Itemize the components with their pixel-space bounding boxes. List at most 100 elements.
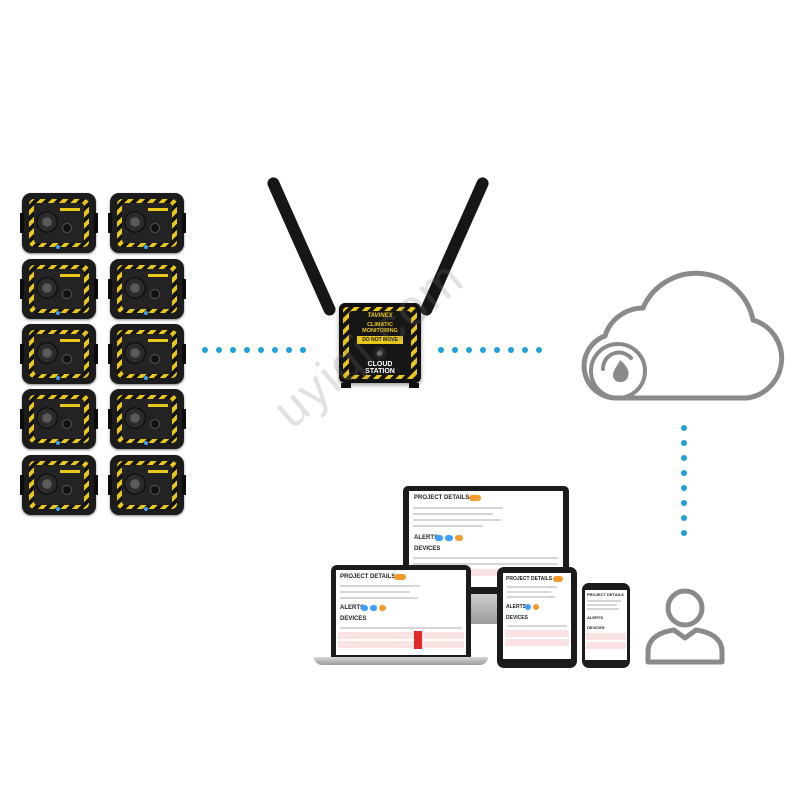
- detail-row: [340, 585, 420, 587]
- smartphone-screen: PROJECT DETAILS ALERTS DEVICES: [585, 590, 627, 660]
- sensor-device: [20, 193, 98, 253]
- detail-row: [507, 596, 555, 598]
- sensor-lug: [94, 344, 98, 364]
- sensor-lug: [182, 279, 186, 299]
- sensor-port-icon: [124, 407, 146, 429]
- detail-row: [413, 519, 501, 521]
- station-label: CLIMATIC MONITORING: [349, 322, 411, 334]
- sensor-led: [144, 376, 148, 380]
- table-row-highlight: [505, 639, 569, 646]
- connector-dot: [494, 347, 500, 353]
- alert-pill: [379, 605, 386, 611]
- station-warning: DO NOT MOVE: [357, 336, 403, 344]
- sensor-port-icon: [124, 473, 146, 495]
- station-title2: STATION: [365, 368, 395, 375]
- detail-row: [587, 600, 621, 602]
- detail-row: [340, 591, 410, 593]
- connector-dot: [681, 530, 687, 536]
- laptop-screen: PROJECT DETAILS ALERTS DEVICES: [336, 570, 466, 655]
- sensor-device: [20, 324, 98, 384]
- sensor-lug: [20, 344, 24, 364]
- station-panel: TAVINEX CLIMATIC MONITORING DO NOT MOVE …: [349, 311, 411, 375]
- sensor-lug: [182, 409, 186, 429]
- sensor-lug: [108, 409, 112, 429]
- sensor-lug: [20, 213, 24, 233]
- sensor-lug: [94, 409, 98, 429]
- sensor-button-icon: [62, 419, 72, 429]
- station-button-icon: [373, 347, 386, 360]
- sensor-device: [108, 259, 186, 319]
- status-pill: [469, 495, 481, 501]
- alert-pill: [525, 604, 531, 610]
- sensor-port-icon: [124, 342, 146, 364]
- sensor-lug: [94, 279, 98, 299]
- tablet-screen: PROJECT DETAILS ALERTS DEVICES: [503, 573, 571, 659]
- sensor-led: [56, 245, 60, 249]
- sensor-brand-mark: [60, 404, 80, 407]
- alerts-heading: ALERTS: [414, 535, 438, 541]
- station-line1: CLIMATIC: [367, 322, 393, 328]
- connector-dot: [508, 347, 514, 353]
- sensor-lug: [94, 213, 98, 233]
- detail-row: [413, 525, 483, 527]
- sensor-button-icon: [62, 223, 72, 233]
- table-row-highlight: [411, 569, 561, 576]
- table-row-highlight: [586, 633, 626, 640]
- station-foot: [409, 383, 419, 388]
- alerts-heading: ALERTS: [587, 615, 603, 620]
- sensor-button-icon: [62, 354, 72, 364]
- devices-heading: DEVICES: [340, 616, 367, 622]
- sensor-lug: [108, 475, 112, 495]
- sensor-led: [56, 507, 60, 511]
- table-row-highlight: [586, 642, 626, 649]
- alert-pill: [445, 535, 453, 541]
- sensor-port-icon: [36, 277, 58, 299]
- cloud-station: TAVINEX CLIMATIC MONITORING DO NOT MOVE …: [339, 303, 421, 388]
- alerts-heading: ALERTS: [340, 605, 364, 611]
- sensor-device: [20, 455, 98, 515]
- laptop-base: [314, 657, 488, 665]
- connector-dot: [438, 347, 444, 353]
- detail-row: [507, 591, 551, 593]
- station-line2: MONITORING: [362, 328, 398, 334]
- sensor-device: [108, 389, 186, 449]
- connector-dot: [272, 347, 278, 353]
- station-foot: [341, 383, 351, 388]
- alerts-heading: ALERTS: [506, 604, 526, 610]
- sensor-port-icon: [36, 342, 58, 364]
- sensor-brand-mark: [60, 208, 80, 211]
- sensor-button-icon: [150, 485, 160, 495]
- connector-dot: [681, 515, 687, 521]
- sensor-lug: [20, 279, 24, 299]
- connector-dot: [202, 347, 208, 353]
- connector-dot: [230, 347, 236, 353]
- connector-station-to-cloud: [438, 347, 542, 353]
- project-details-heading: PROJECT DETAILS: [414, 495, 470, 501]
- sensor-led: [56, 311, 60, 315]
- watermark: uyiqi.com: [262, 248, 475, 439]
- sensor-brand-mark: [148, 208, 168, 211]
- sensor-port-icon: [124, 211, 146, 233]
- connector-dot: [216, 347, 222, 353]
- sensor-lug: [182, 475, 186, 495]
- sensor-button-icon: [150, 289, 160, 299]
- sensor-lug: [94, 475, 98, 495]
- table-row: [340, 627, 462, 629]
- sensor-device: [108, 455, 186, 515]
- connector-dot: [536, 347, 542, 353]
- sensor-brand-mark: [148, 339, 168, 342]
- connector-dot: [466, 347, 472, 353]
- devices-heading: DEVICES: [414, 546, 441, 552]
- connector-dot: [681, 440, 687, 446]
- detail-row: [413, 513, 493, 515]
- devices-heading: DEVICES: [506, 615, 528, 621]
- connector-dot: [681, 500, 687, 506]
- sensor-port-icon: [36, 211, 58, 233]
- cloud-icon: [581, 270, 785, 401]
- connector-dot: [681, 470, 687, 476]
- detail-row: [340, 597, 418, 599]
- sensor-port-icon: [124, 277, 146, 299]
- status-pill: [553, 576, 563, 582]
- detail-row: [587, 608, 619, 610]
- sensor-lug: [182, 344, 186, 364]
